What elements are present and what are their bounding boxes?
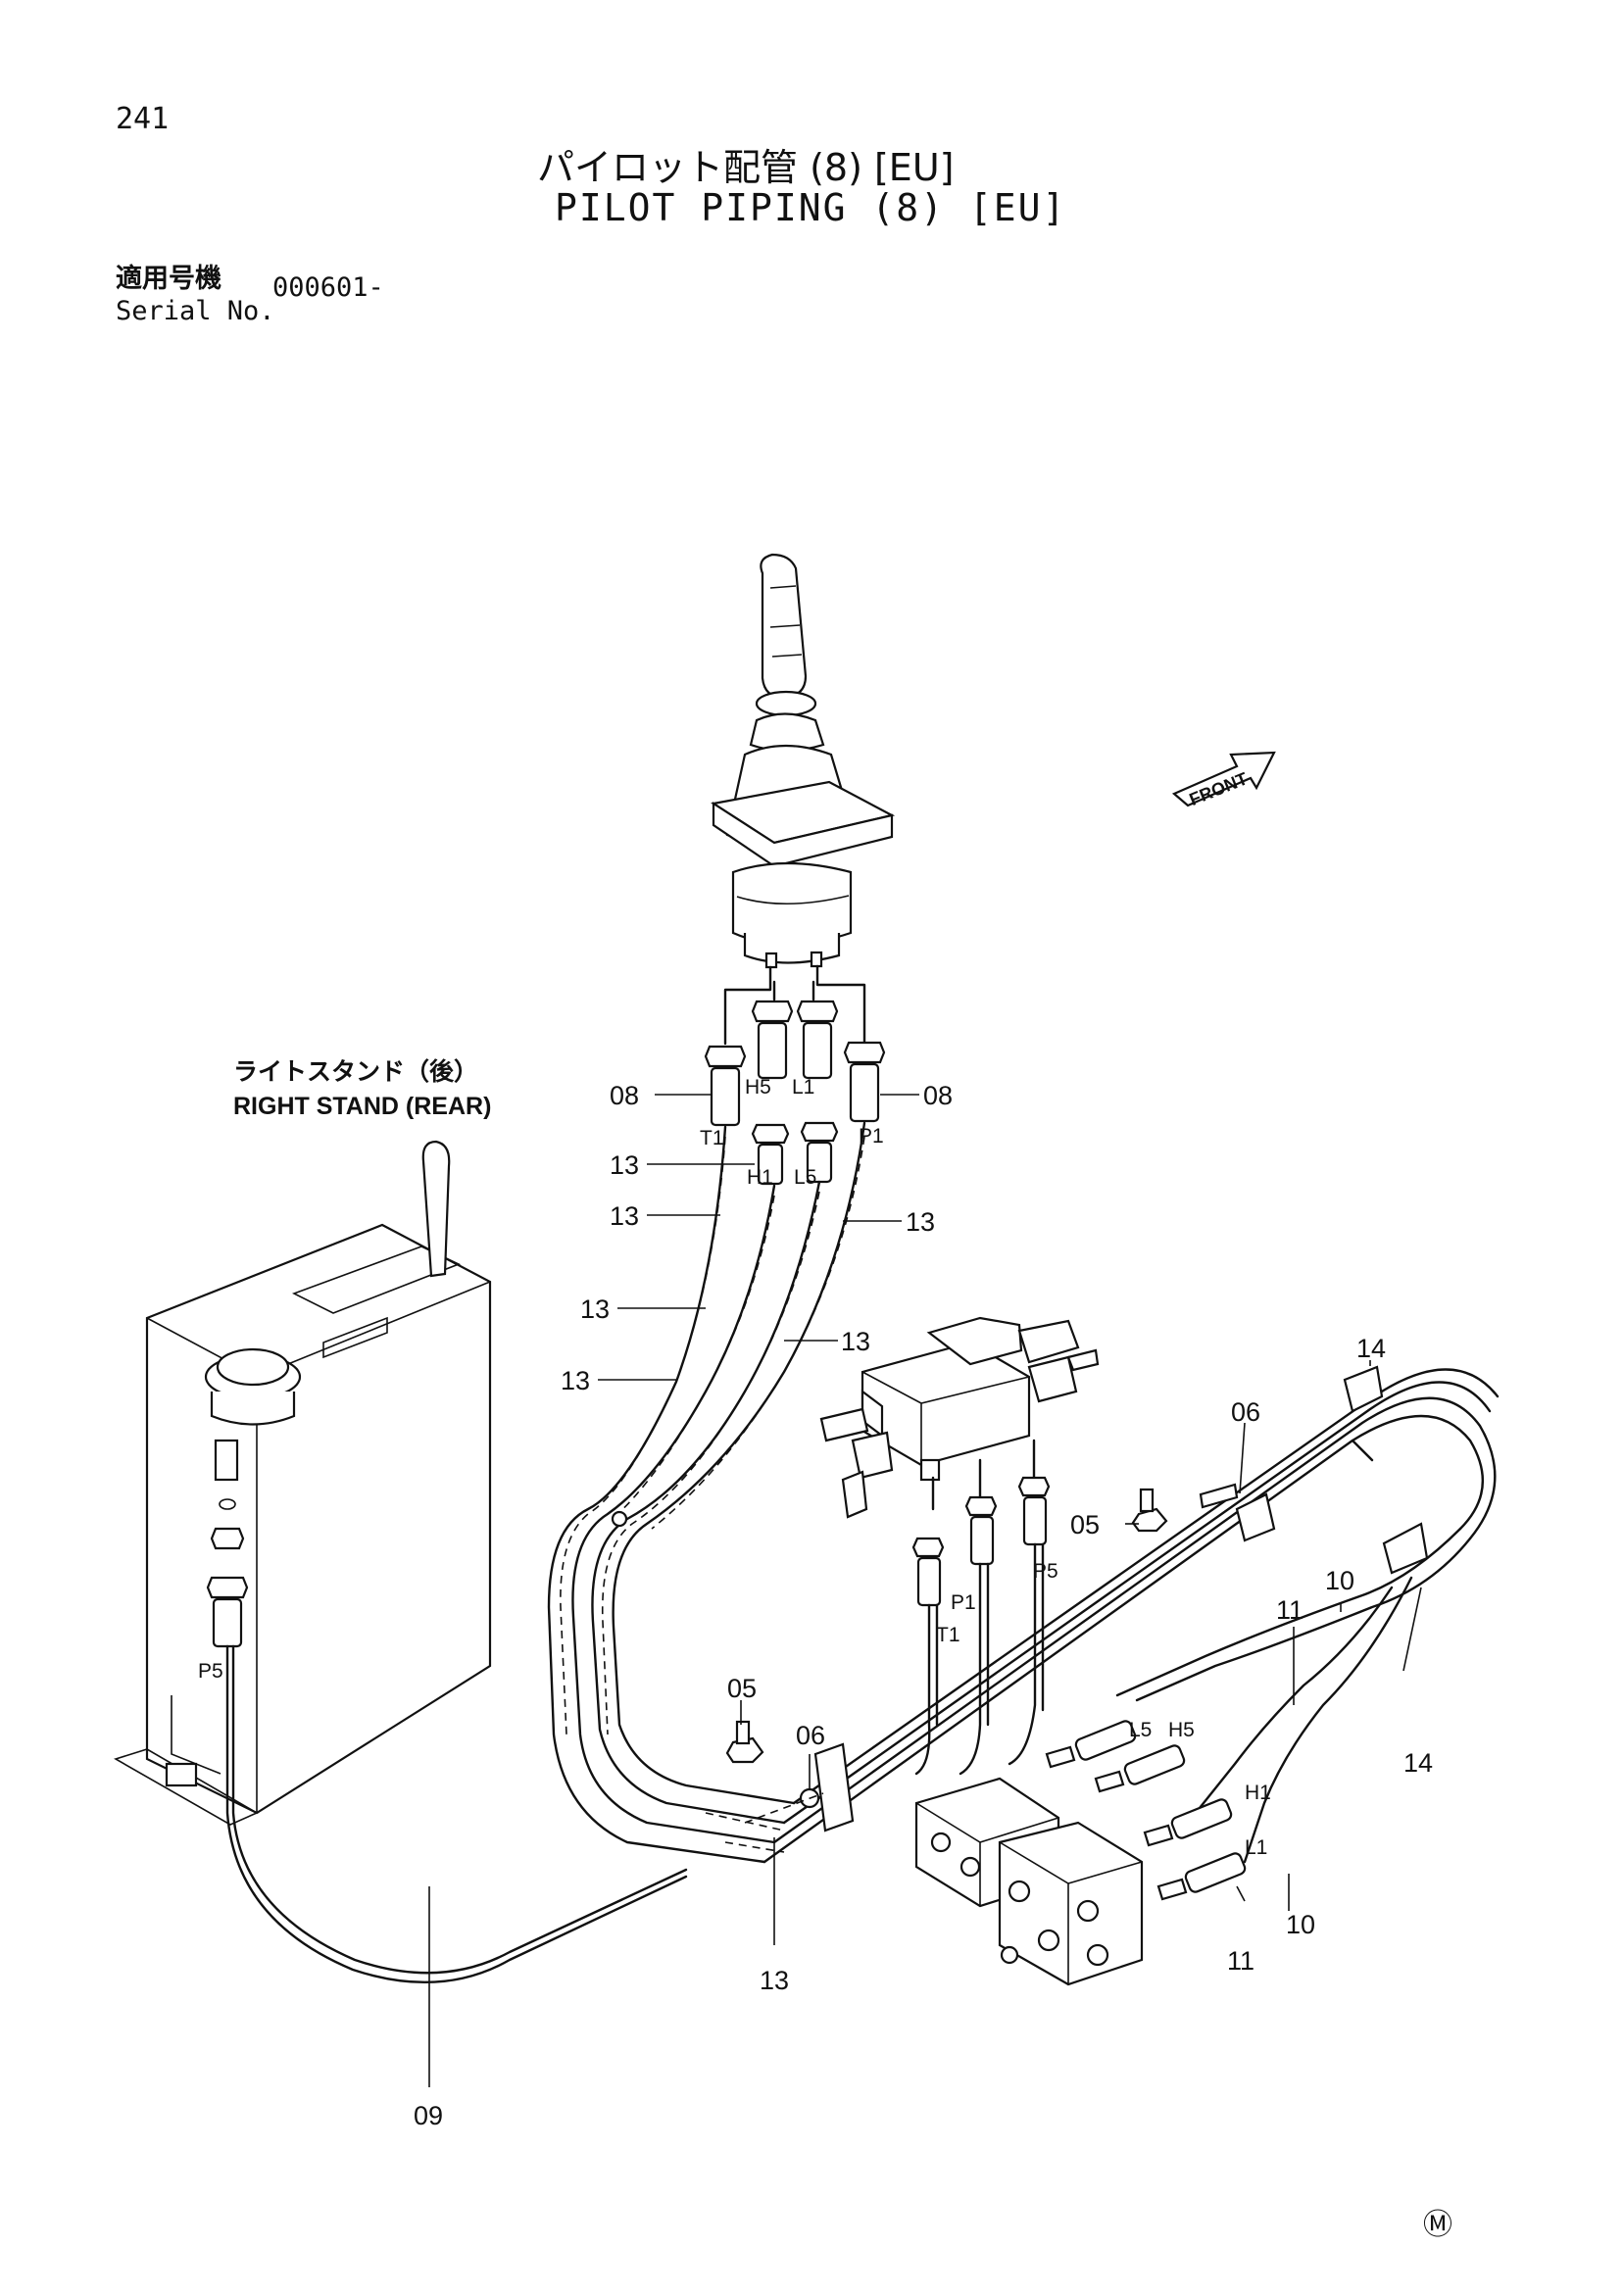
port-label: L1 (792, 1076, 814, 1099)
joystick-hose-fittings (704, 964, 886, 1186)
port-label: L5 (1129, 1719, 1152, 1741)
front-direction-arrow: FRONT (1171, 751, 1276, 809)
callout-13: 13 (580, 1295, 610, 1324)
port-label: H5 (745, 1076, 771, 1099)
callout-06: 06 (1231, 1397, 1260, 1427)
port-label: P5 (1033, 1560, 1058, 1583)
port-label: L1 (1245, 1836, 1267, 1859)
callout-14: 14 (1356, 1334, 1386, 1363)
callout-11: 11 (1276, 1595, 1303, 1625)
port-label: H1 (1245, 1782, 1271, 1804)
callout-06: 06 (796, 1721, 825, 1750)
callout-13: 13 (610, 1150, 639, 1180)
callout-05: 05 (1070, 1510, 1100, 1539)
page-number: 241 (116, 102, 170, 136)
right-stand-rear (114, 1140, 492, 1826)
callout-08: 08 (610, 1081, 639, 1110)
port-label: P1 (951, 1591, 976, 1614)
main-hose-bundle (725, 1365, 1500, 1864)
m-mark: Ⓜ (1423, 2209, 1452, 2241)
callout-13: 13 (841, 1327, 870, 1356)
title-english: PILOT PIPING (8) [EU] (555, 186, 1067, 229)
serial-label-english: Serial No. (116, 296, 275, 326)
callout-08: 08 (923, 1081, 953, 1110)
stand-label: ライトスタンド（後） RIGHT STAND (REAR) (233, 1057, 491, 1120)
callout-13: 13 (760, 1966, 789, 1995)
callout-05: 05 (727, 1674, 757, 1703)
serial-value: 000601- (272, 272, 384, 303)
control-valve-block (914, 1720, 1247, 1986)
serial-label-japanese: 適用号機 (116, 264, 221, 294)
callout-13: 13 (610, 1201, 639, 1231)
hose-09 (225, 1644, 688, 1984)
port-label: T1 (700, 1127, 724, 1149)
port-label: P5 (198, 1660, 223, 1683)
port-label: H5 (1168, 1719, 1195, 1741)
callout-09: 09 (414, 2101, 443, 2130)
part-callouts: 08 08 13 13 13 13 13 13 13 14 14 06 06 0… (414, 1081, 1433, 2130)
solenoid-valve-block (819, 1316, 1100, 1607)
callout-10: 10 (1325, 1566, 1354, 1595)
leader-lines (428, 1094, 1422, 2087)
callout-11: 11 (1227, 1946, 1254, 1976)
title-japanese: パイロット配管 (8) [EU] (537, 146, 955, 189)
stand-label-japanese: ライトスタンド（後） (233, 1057, 478, 1086)
port-label: L5 (794, 1166, 816, 1189)
port-label: T1 (936, 1624, 960, 1646)
port-labels: T1 H5 L1 P1 H1 L5 P5 P1 T1 P5 L5 H5 H1 L… (198, 1076, 1271, 1859)
callout-13: 13 (561, 1366, 590, 1395)
spiral-hose-bundle (547, 1121, 866, 1864)
stand-label-english: RIGHT STAND (REAR) (233, 1093, 491, 1120)
port-label: H1 (747, 1166, 773, 1189)
callout-10: 10 (1286, 1910, 1315, 1939)
callout-14: 14 (1403, 1748, 1433, 1778)
port-label: P1 (859, 1125, 884, 1148)
pilot-valve-joystick (711, 553, 896, 969)
callout-13: 13 (906, 1207, 935, 1237)
